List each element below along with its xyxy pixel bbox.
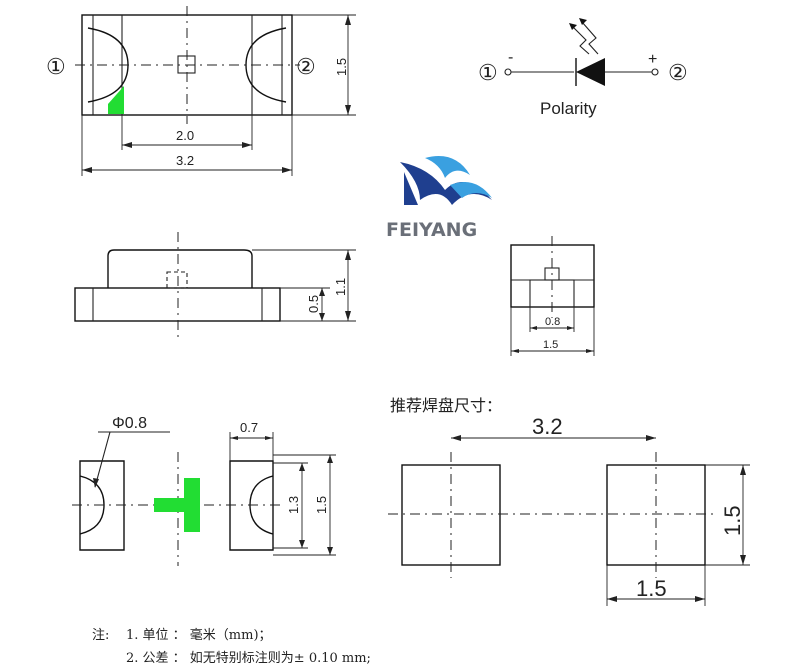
- solder-pad-layout: 推荐焊盘尺寸： 3.2 1.5 1.5: [388, 396, 750, 606]
- pad-span-dim: 3.2: [532, 414, 563, 439]
- polarity-caption: Polarity: [540, 99, 597, 118]
- pin2-label: ②: [296, 54, 316, 79]
- bottom-total-height-dim: 1.5: [314, 496, 329, 514]
- side-base-height-dim: 0.5: [306, 295, 321, 313]
- polarity-t-marker: [154, 478, 200, 532]
- note-line-2: 2. 公差 ： 如无特别标注则为± 0.10 mm;: [126, 651, 371, 666]
- top-height-dim: 1.5: [334, 58, 349, 76]
- end-pad-width-dim: 0.8: [545, 316, 560, 328]
- end-view: 0.8 1.5: [510, 236, 595, 356]
- polarity-symbol: ① - + ② Polarity: [478, 18, 688, 118]
- symbol-pin2-label: ②: [668, 60, 688, 85]
- plus-sign: +: [648, 51, 657, 68]
- top-total-width-dim: 3.2: [176, 153, 194, 168]
- note-line-1: 1. 单位 ： 毫米（mm)；: [126, 628, 272, 643]
- minus-sign: -: [508, 49, 513, 66]
- pad-height-dim: 1.5: [720, 505, 745, 536]
- bottom-inner-height-dim: 1.3: [286, 496, 301, 514]
- hole-dim: Φ0.8: [112, 415, 147, 432]
- bottom-pad-width-dim: 0.7: [240, 420, 258, 435]
- end-total-width-dim: 1.5: [543, 339, 558, 351]
- top-inner-width-dim: 2.0: [176, 128, 194, 143]
- top-view: ① ② 1.5 2.0 3.2: [46, 6, 356, 176]
- side-total-height-dim: 1.1: [333, 278, 348, 296]
- solder-pad-title: 推荐焊盘尺寸：: [390, 396, 502, 415]
- pin1-label: ①: [46, 54, 66, 79]
- polarity-marker: [108, 86, 124, 114]
- bottom-view: Φ0.8 0.7 1.3 1.5: [72, 415, 336, 566]
- side-view: 1.1 0.5: [74, 232, 356, 342]
- diode-symbol: [576, 58, 605, 86]
- notes-label: 注:: [92, 628, 110, 643]
- feiyang-logo: FEIYANG: [386, 156, 492, 241]
- logo-text: FEIYANG: [386, 219, 477, 241]
- pad-width-dim: 1.5: [636, 576, 667, 601]
- symbol-pin1-label: ①: [478, 60, 498, 85]
